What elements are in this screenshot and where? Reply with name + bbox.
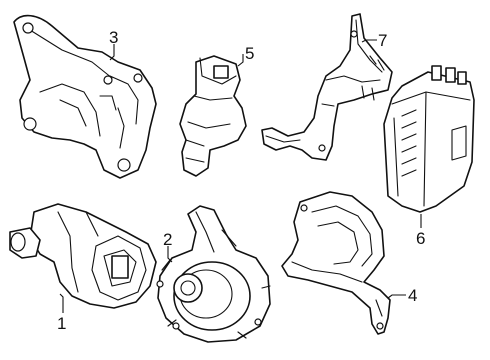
leader-1 [59,293,64,313]
part-5-valve [179,55,247,177]
leader-4 [387,294,406,299]
callout-3: 3 [109,28,118,47]
callout-2: 2 [163,230,172,249]
part-7-bracket [261,13,393,161]
leader-7 [361,39,377,43]
callout-4: 4 [408,286,417,305]
leader-5 [237,54,244,67]
callout-7: 7 [378,31,387,50]
callout-5: 5 [245,44,254,63]
part-1-pump [9,203,157,309]
callout-1: 1 [57,314,66,333]
part-6-module [383,65,475,213]
part-4-housing [281,191,391,335]
leader-3 [109,44,115,61]
part-3-bracket [13,14,157,179]
leader-2 [167,246,173,263]
callout-6: 6 [416,229,425,248]
part-2-pump [156,205,271,343]
